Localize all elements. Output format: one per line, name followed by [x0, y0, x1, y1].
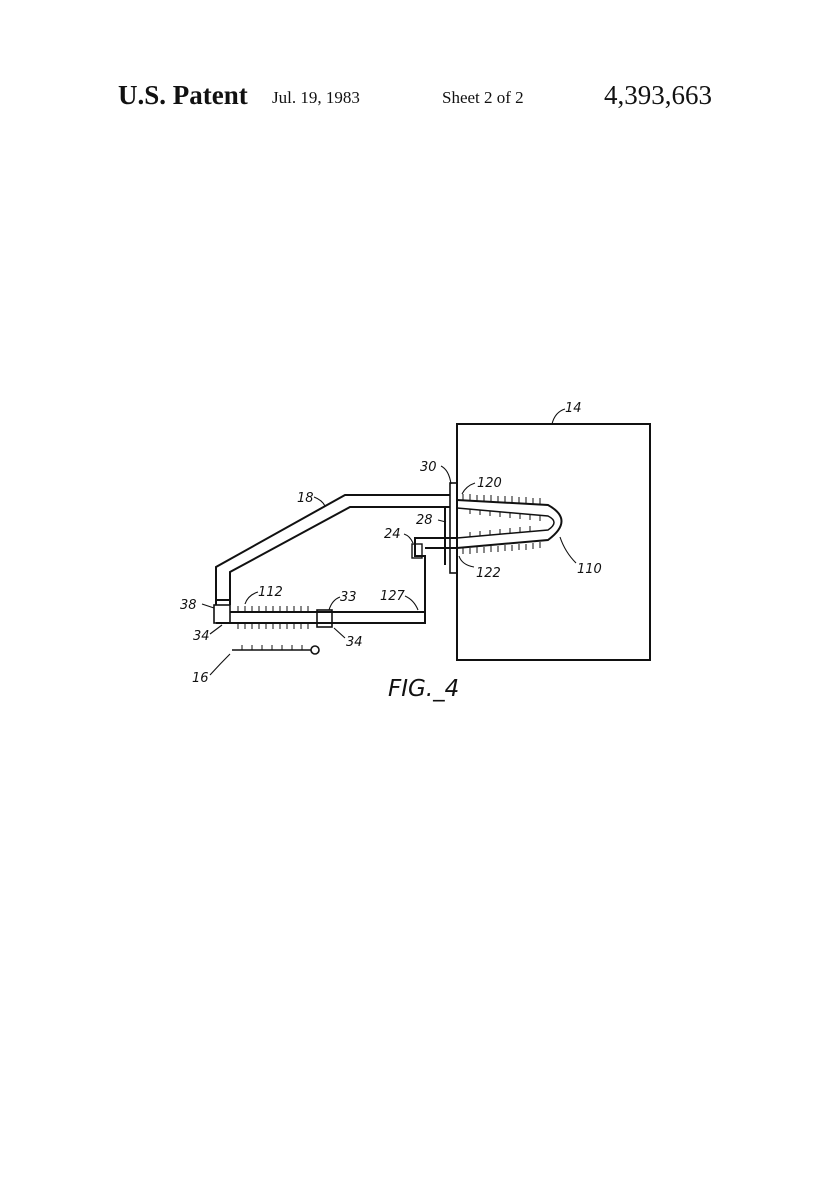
leader-34b — [333, 627, 346, 639]
leader-33 — [328, 596, 341, 611]
arm-outer-edge — [215, 494, 450, 605]
label-112: 112 — [258, 585, 283, 600]
fins-122 — [462, 542, 541, 554]
fins-112 — [237, 606, 309, 629]
fins-inner — [469, 509, 541, 537]
u-element-inner — [456, 507, 555, 539]
fins-rod — [241, 645, 303, 650]
coupling-24 — [411, 543, 423, 559]
leader-18 — [313, 496, 326, 507]
u-element-outer — [456, 499, 563, 549]
arm-inner-edge — [229, 506, 450, 605]
leader-120 — [461, 482, 476, 495]
leader-38 — [201, 603, 215, 609]
label-38: 38 — [180, 598, 197, 613]
label-34a: 34 — [193, 629, 210, 644]
label-14: 14 — [565, 401, 582, 416]
label-24: 24 — [384, 527, 401, 542]
label-28: 28 — [416, 513, 433, 528]
label-120: 120 — [477, 476, 502, 491]
label-33: 33 — [340, 590, 357, 605]
base-tube-bottom — [216, 612, 426, 624]
rod-knob — [310, 645, 320, 655]
leader-112 — [244, 591, 259, 605]
leader-34a — [209, 624, 223, 635]
patent-number: 4,393,663 — [604, 80, 712, 110]
leader-122 — [458, 555, 475, 568]
coupling-33 — [316, 609, 333, 628]
leader-16 — [209, 653, 231, 676]
label-34b: 34 — [346, 635, 363, 650]
figure-caption: FIG._4 — [388, 676, 459, 702]
fins-120 — [462, 494, 541, 504]
patent-title: U.S. Patent — [118, 80, 248, 110]
wall-plate — [449, 482, 458, 574]
label-16: 16 — [192, 671, 209, 686]
sheet-indicator: Sheet 2 of 2 — [442, 88, 524, 107]
enclosure-box — [456, 423, 651, 661]
label-30: 30 — [420, 460, 437, 475]
leader-24 — [403, 533, 414, 544]
leader-30 — [440, 465, 452, 485]
leader-14 — [551, 408, 566, 425]
leader-127 — [404, 595, 419, 611]
label-110: 110 — [577, 562, 602, 577]
conduit-24-upper — [414, 537, 457, 612]
end-block-38 — [213, 604, 231, 624]
patent-date: Jul. 19, 1983 — [272, 88, 360, 107]
leader-28 — [437, 519, 447, 523]
leader-110 — [559, 536, 577, 564]
label-18: 18 — [297, 491, 314, 506]
label-122: 122 — [476, 566, 501, 581]
label-127: 127 — [380, 589, 406, 604]
